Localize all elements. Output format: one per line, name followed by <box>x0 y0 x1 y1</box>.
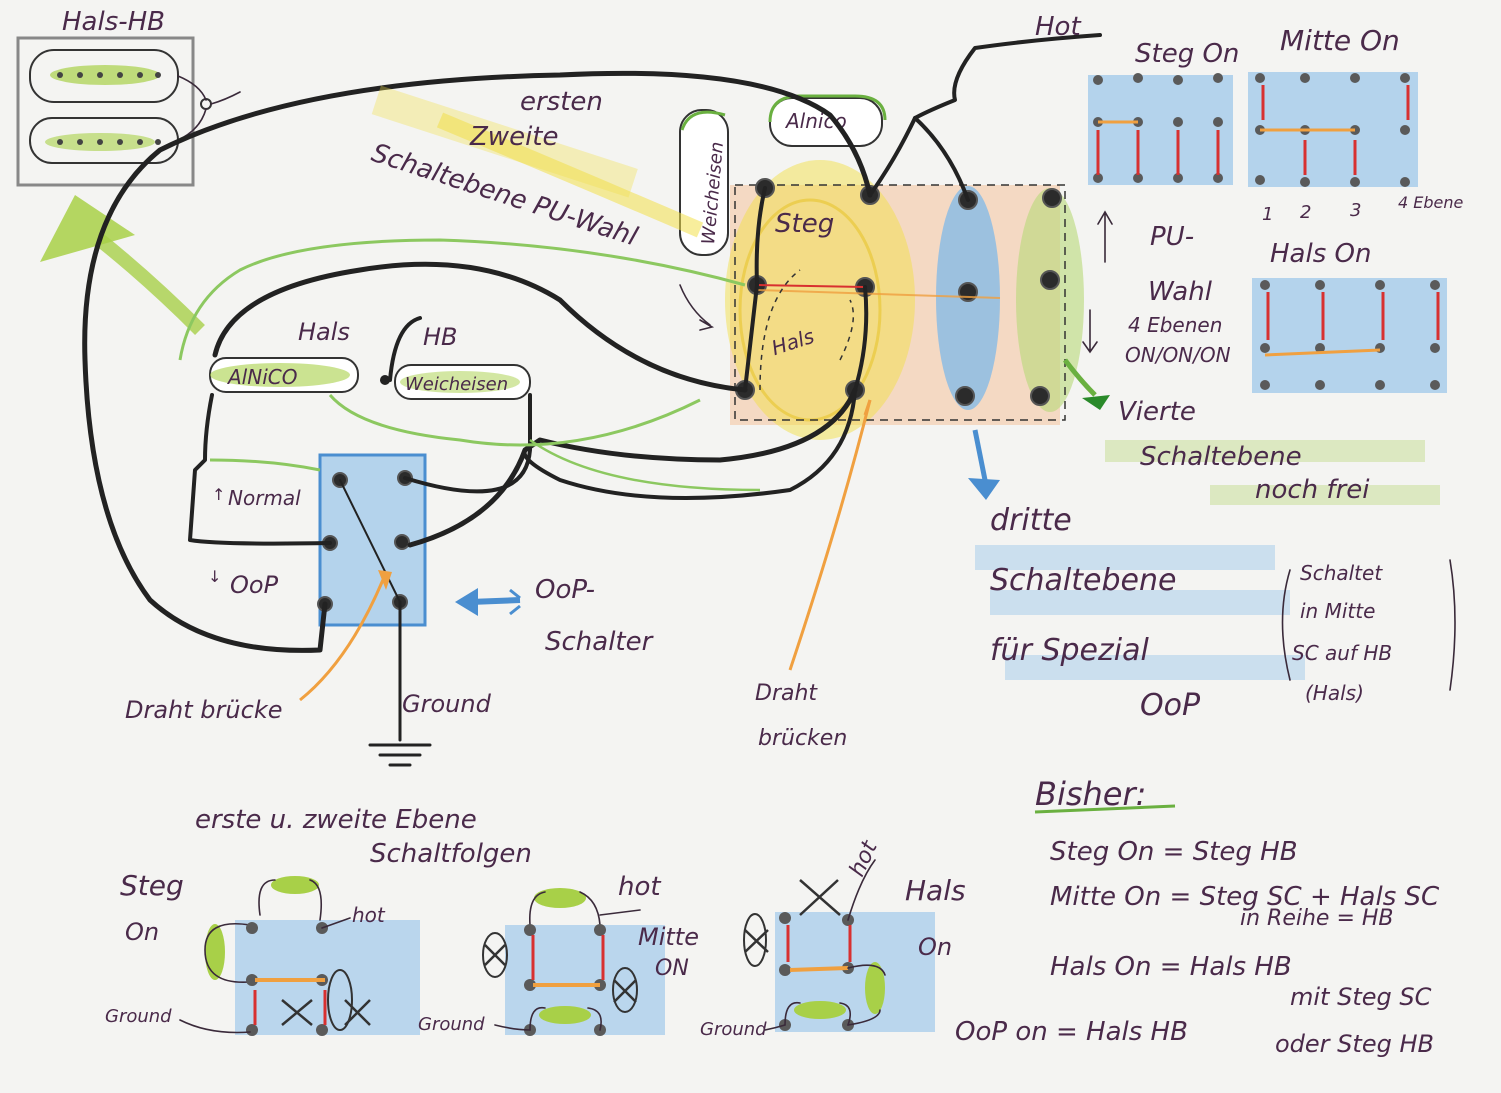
ebene-2-label: 2 <box>1300 202 1311 223</box>
oop-2-label: OoP <box>1140 688 1201 723</box>
right-annotations: PU- Wahl 4 Ebenen ON/ON/ON Vierte Schalt… <box>975 222 1456 723</box>
misc-arrows <box>679 210 1113 500</box>
ebenen-label: 4 Ebenen <box>1128 313 1222 337</box>
noch-frei-label: noch frei <box>1255 475 1370 505</box>
schaltfolgen-header: erste u. zweite Ebene Schaltfolgen <box>195 805 532 869</box>
paren-2-label: in Mitte <box>1300 599 1375 623</box>
bisher-line-6: OoP on = Hals HB <box>955 1017 1188 1047</box>
dritte-label: dritte <box>990 503 1072 538</box>
paren-1-label: Schaltet <box>1300 561 1383 585</box>
oop-label: OoP <box>230 571 279 599</box>
neck-humbucker-sketch: Hals-HB <box>16 7 241 187</box>
mitte-m-label: Mitte <box>638 923 699 951</box>
ground-label: Ground <box>402 690 492 718</box>
sequence-mitte-on: hot Mitte ON Ground <box>418 872 699 1036</box>
sequence-hals-on: hot Hals On Ground <box>700 836 966 1040</box>
schaltebene-2-label: Schaltebene <box>990 563 1176 598</box>
pu-label: PU- <box>1150 222 1194 252</box>
switch-state-mitte-on: Mitte On 1 2 3 4 Ebene <box>1248 24 1464 225</box>
pickup-selector-switch: Steg Hals <box>725 160 1084 440</box>
steg-l-label: Steg <box>120 869 184 902</box>
sequence-steg-on: Steg On hot Ground <box>105 869 420 1036</box>
bisher-line-2: Mitte On = Steg SC + Hals SC <box>1050 882 1440 912</box>
black-wires <box>82 33 1102 767</box>
bisher-summary: Bisher: Steg On = Steg HB Mitte On = Ste… <box>955 775 1440 1058</box>
zweite-label: Zweite <box>469 122 559 152</box>
colored-wires <box>178 112 761 492</box>
vierte-label: Vierte <box>1118 397 1196 427</box>
ground-s1-label: Ground <box>105 1006 172 1027</box>
ground-s3-label: Ground <box>700 1019 767 1040</box>
hals-on-title: Hals On <box>1270 239 1371 269</box>
on-m-label: ON <box>655 956 689 981</box>
oop-switch <box>317 453 427 627</box>
oop-arrow <box>455 588 521 616</box>
ebene-1-label: 1 <box>1262 204 1273 225</box>
ebene-3-label: 3 <box>1350 200 1361 221</box>
ebene-4-label: 4 Ebene <box>1398 193 1464 212</box>
schaltebene-label: Schaltebene <box>1140 442 1302 472</box>
wahl-label: Wahl <box>1148 277 1213 307</box>
ersten-label: ersten <box>520 87 603 117</box>
bisher-line-7: oder Steg HB <box>1275 1030 1434 1058</box>
oop-arrow-down: ↓ <box>208 567 221 586</box>
oop-schalter-label-1: OoP- <box>535 575 595 605</box>
hals-hb-title: Hals-HB <box>62 7 165 37</box>
ground-s2-label: Ground <box>418 1014 485 1035</box>
schaltfolgen-label: Schaltfolgen <box>370 839 532 869</box>
bisher-line-5: mit Steg SC <box>1290 983 1432 1011</box>
weicheisen-pu-label: Weicheisen <box>405 374 508 395</box>
on-r-label: On <box>918 933 952 961</box>
paren-3-label: SC auf HB <box>1292 641 1392 665</box>
oop-switch-labels: ↑ Normal ↓ OoP OoP- Schalter Draht brück… <box>125 485 847 751</box>
on-l-label: On <box>125 918 159 946</box>
switch-state-hals-on: Hals On <box>1252 239 1447 393</box>
draht-bruecke-markers <box>299 399 872 702</box>
bisher-line-3: in Reihe = HB <box>1240 906 1394 931</box>
bisher-line-4: Hals On = Hals HB <box>1050 952 1292 982</box>
switch-state-steg-on: Steg On <box>1088 39 1239 185</box>
hals-pu-label: Hals <box>298 318 350 346</box>
hals-r-label: Hals <box>905 874 966 907</box>
hot-m-label: hot <box>618 872 661 902</box>
drahtbruecke-label: Draht brücke <box>125 696 282 724</box>
green-arrow <box>40 195 205 335</box>
normal-arrow: ↑ <box>212 485 225 504</box>
hot-s-label: hot <box>352 903 386 927</box>
bisher-line-1: Steg On = Steg HB <box>1050 837 1298 867</box>
mitte-on-title: Mitte On <box>1280 24 1400 57</box>
hot-label: Hot <box>1035 12 1081 42</box>
oop-schalter-label-2: Schalter <box>545 627 655 657</box>
onion-label: ON/ON/ON <box>1125 343 1231 367</box>
draht-label: Draht <box>755 681 818 706</box>
hb-pu-label: HB <box>423 323 458 351</box>
bruecken-label: brücken <box>758 726 847 751</box>
steg-on-title: Steg On <box>1135 39 1239 69</box>
alnico-pu-label: AlNiCO <box>226 365 297 389</box>
steg-switch-label: Steg <box>775 209 834 239</box>
normal-label: Normal <box>228 486 301 510</box>
paren-4-label: (Hals) <box>1305 681 1364 705</box>
hot-r-label: hot <box>845 836 883 880</box>
erste-zweite-label: erste u. zweite Ebene <box>195 805 477 835</box>
neck-pickups: AlNiCO Weicheisen Hals HB <box>209 318 531 400</box>
fuer-spezial-label: für Spezial <box>990 633 1149 668</box>
